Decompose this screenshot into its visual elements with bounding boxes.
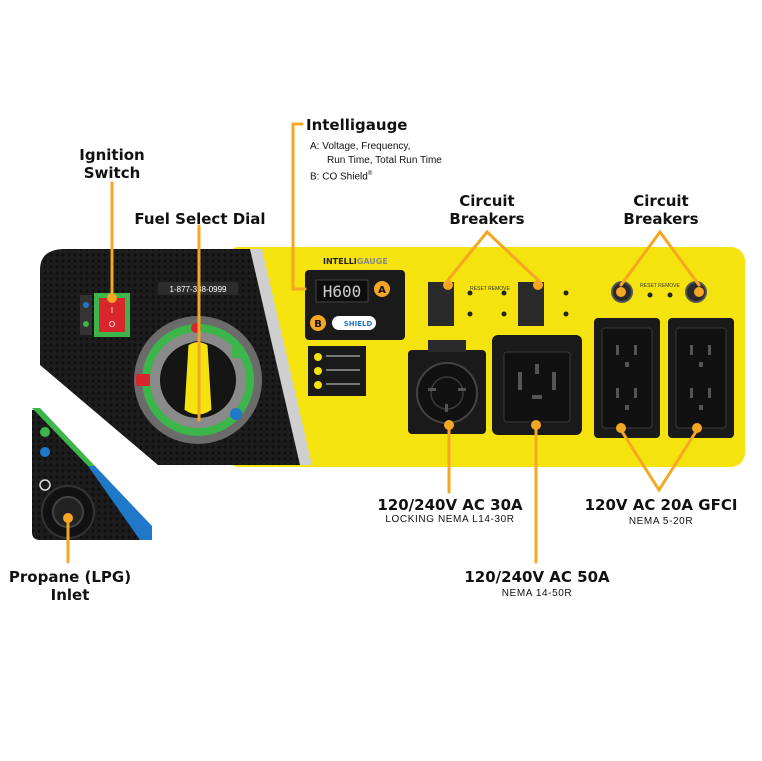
outlet-20a-left[interactable] xyxy=(601,327,653,429)
panel-divider xyxy=(250,249,312,465)
fuel-select-label: Fuel Select Dial xyxy=(134,210,266,228)
breaker-right-callout xyxy=(619,229,701,287)
outlet-50a-label: 120/240V AC 50A xyxy=(464,568,610,586)
outlet-30a-sublabel: LOCKING NEMA L14-30R xyxy=(385,514,515,525)
svg-text:A: A xyxy=(378,285,386,296)
svg-text:SHIELD: SHIELD xyxy=(344,320,373,328)
ignition-indicator-strip xyxy=(80,295,92,335)
svg-text:O: O xyxy=(109,320,115,329)
natural-gas-icon xyxy=(232,346,244,358)
gauge-lcd xyxy=(315,279,369,303)
intelligauge-label: Intelligauge xyxy=(306,116,408,134)
outlet-20a-label: 120V AC 20A GFCI xyxy=(584,496,738,514)
svg-text:B: B xyxy=(314,319,322,330)
lp-gauge-icon xyxy=(39,479,51,491)
gasoline-icon xyxy=(136,374,150,386)
outlet-20a-callout xyxy=(619,428,699,493)
intelligauge-desc-a2: Run Time, Total Run Time xyxy=(327,155,442,166)
gauge-marker-b xyxy=(310,315,326,331)
gauge-reading: H600 xyxy=(323,282,362,301)
svg-text:RESET REMOVE: RESET REMOVE xyxy=(640,283,680,289)
intelligauge-desc-a: A: Voltage, Frequency, xyxy=(310,141,411,152)
gauge-marker-a xyxy=(374,281,390,297)
propane-icon xyxy=(230,408,242,420)
propane-green-stripe xyxy=(32,408,95,466)
outlet-30a-label: 120/240V AC 30A xyxy=(377,496,523,514)
lp-green-icon xyxy=(40,427,50,437)
ignition-blue-dot xyxy=(83,302,89,308)
ignition-switch[interactable] xyxy=(99,298,125,332)
breaker-left-callout xyxy=(446,229,540,282)
outlet-20a-sublabel: NEMA 5-20R xyxy=(628,516,694,527)
svg-text:RESET REMOVE: RESET REMOVE xyxy=(470,286,510,292)
ignition-green-dot xyxy=(83,321,89,327)
intelligauge-callout-line xyxy=(291,122,307,291)
co-shield-badge xyxy=(332,316,376,330)
outlet-30a[interactable] xyxy=(416,362,478,424)
outlet-30a-cover xyxy=(428,340,466,352)
outlet-50a[interactable] xyxy=(503,351,571,423)
lp-blue-icon xyxy=(40,447,50,457)
outlet-50a-sublabel: NEMA 14-50R xyxy=(501,588,573,599)
svg-text:I: I xyxy=(111,306,113,315)
propane-inlet-label: Propane (LPG)Inlet xyxy=(8,568,132,604)
breaker-30a-lower[interactable] xyxy=(428,304,454,326)
gauge-brand: INTELLIGAUGE xyxy=(323,257,388,266)
propane-blue-stripe xyxy=(88,466,152,540)
intelligauge-desc-b: B: CO Shield® xyxy=(310,171,373,183)
breaker-50a-lower[interactable] xyxy=(518,304,544,326)
outlet-20a-right[interactable] xyxy=(675,327,727,429)
